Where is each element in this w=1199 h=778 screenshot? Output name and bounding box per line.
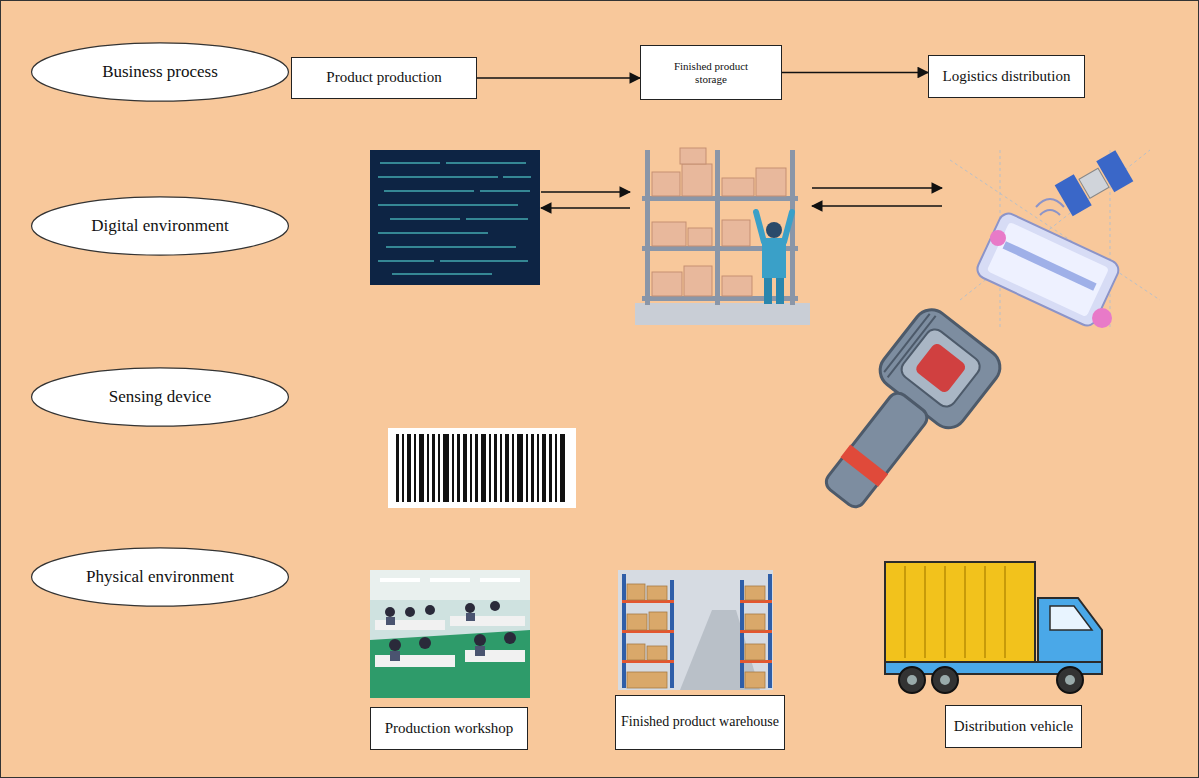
barcode	[388, 428, 576, 508]
caption-box: Production workshop	[370, 707, 528, 750]
row-label-ellipse: Business process	[30, 42, 290, 102]
node-text: Digital environment	[91, 216, 228, 236]
caption-box: Distribution vehicle	[945, 705, 1082, 748]
satellite-phone-illustration	[950, 150, 1160, 330]
scanner	[800, 303, 1007, 528]
shelf-illustration	[635, 148, 810, 325]
data-screen	[370, 150, 540, 285]
row-label-ellipse: Digital environment	[30, 196, 290, 256]
node-text: Physical environment	[86, 567, 234, 587]
warehouse-photo	[618, 570, 773, 690]
node-text: Sensing device	[109, 387, 211, 407]
flow-arrow	[782, 72, 928, 73]
workshop-photo	[370, 570, 530, 698]
flow-arrow	[477, 77, 640, 78]
row-label-ellipse: Sensing device	[30, 367, 290, 427]
process-box: Product production	[291, 57, 477, 99]
node-text: Product production	[326, 69, 441, 86]
node-text: Business process	[102, 62, 218, 82]
truck	[885, 562, 1102, 693]
node-text: Finished product storage	[661, 60, 761, 85]
node-text: Logistics distribution	[943, 68, 1071, 85]
node-text: Distribution vehicle	[954, 718, 1074, 735]
node-text: Finished product warehouse	[621, 714, 779, 730]
node-text: Production workshop	[385, 720, 514, 737]
caption-box: Finished product warehouse	[615, 695, 785, 750]
process-box: Logistics distribution	[928, 55, 1085, 98]
process-box: Finished product storage	[640, 45, 782, 100]
row-label-ellipse: Physical environment	[30, 547, 290, 607]
